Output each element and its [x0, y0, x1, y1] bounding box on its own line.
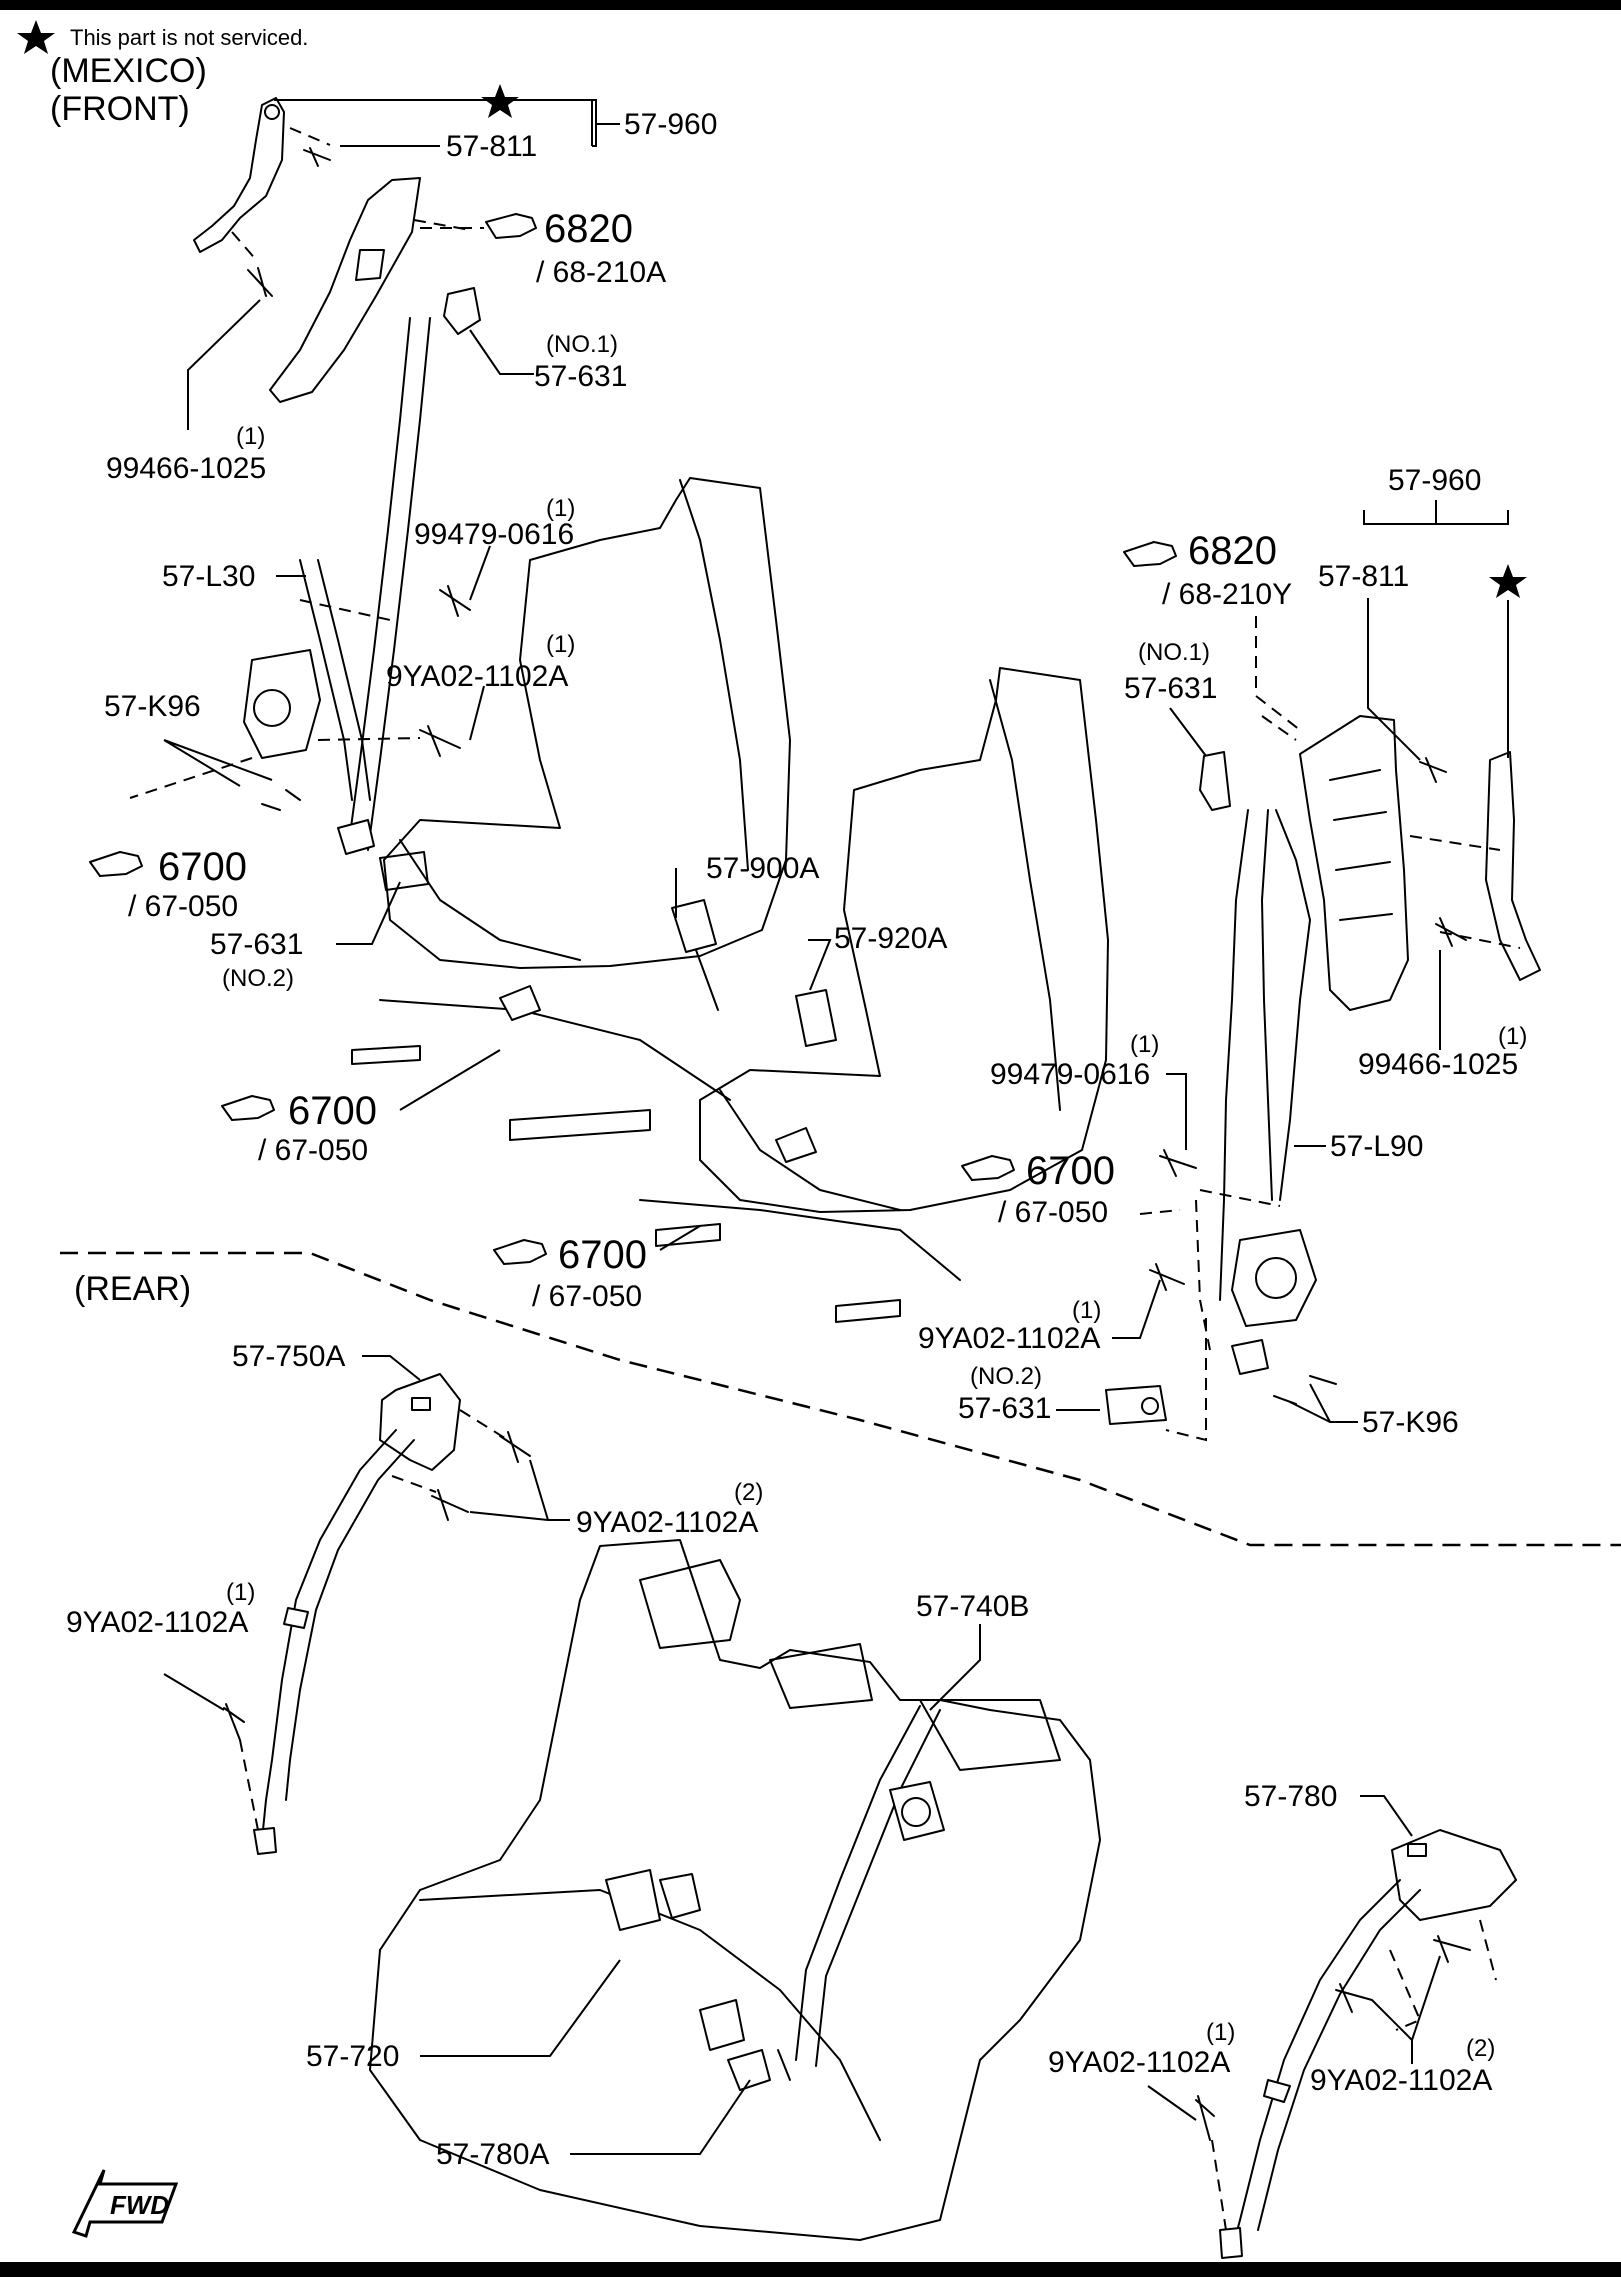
fr-ref3-pointing-hand-icon: [493, 1239, 547, 1265]
fl-screw-label: 57-K96: [104, 690, 201, 723]
rear-bolt-b-qty: (1): [226, 1579, 255, 1606]
rear-bolt-c-label: 9YA02-1102A: [1048, 2046, 1230, 2079]
fr-ref1-subref: / 68-210Y: [1162, 578, 1292, 611]
fl-bolt-d-qty: (1): [546, 631, 575, 658]
fl-ref3-number: 6700: [288, 1089, 377, 1133]
not-serviced-star-icon: [17, 20, 55, 54]
fwd-label: FWD: [110, 2190, 169, 2220]
bottom-border: [0, 2262, 1621, 2277]
fl-ref2-number: 6700: [158, 845, 247, 889]
section-mexico: (MEXICO): [50, 52, 207, 90]
fl-cover-no: (NO.1): [546, 331, 618, 358]
front-right-seat-artwork: [639, 667, 1109, 1323]
fr-bolt-d-qty: (1): [1072, 1297, 1101, 1324]
rear-labels: 57-750A (2) 9YA02-1102A (1) 9YA02-1102A …: [66, 1340, 1495, 2171]
rear-belt-right-label: 57-780: [1244, 1780, 1337, 1813]
fr-bolt-c-label: 99479-0616: [990, 1058, 1150, 1091]
fr-not-serviced-star-icon: [1489, 564, 1527, 598]
fl-ref2-pointing-hand-icon: [89, 851, 143, 877]
fl-ref2-subref: / 67-050: [128, 890, 238, 923]
fl-ref3-pointing-hand-icon: [221, 1095, 275, 1121]
fl-bolt-c-label: 99479-0616: [414, 518, 574, 551]
fr-ref3-number: 6700: [558, 1233, 647, 1277]
rear-belt-left-label: 57-750A: [232, 1340, 345, 1373]
fl-cover2-label: 57-631: [210, 928, 303, 961]
front-right-belt-artwork: [1105, 715, 1541, 1442]
top-border: [0, 0, 1621, 10]
fr-ref2-pointing-hand-icon: [961, 1155, 1015, 1181]
rear-bolt-a-label: 9YA02-1102A: [576, 1506, 758, 1539]
fl-cover-label: 57-631: [534, 360, 627, 393]
fl-ref3-subref: / 67-050: [258, 1134, 368, 1167]
fr-bolt-d-label: 9YA02-1102A: [918, 1322, 1100, 1355]
fr-cover-label: 57-631: [1124, 672, 1217, 705]
fl-ref1-pointing-hand-icon: [485, 213, 537, 239]
fr-bolt-c-qty: (1): [1130, 1031, 1159, 1058]
fr-cover2-label: 57-631: [958, 1392, 1051, 1425]
section-front: (FRONT): [50, 90, 190, 128]
front-right-labels: 57-960 57-811 6820 / 68-210Y (NO.1) 57-6…: [493, 464, 1527, 1439]
fr-ref1-pointing-hand-icon: [1123, 541, 1177, 567]
rear-buckle-b-label: 57-780A: [436, 2138, 549, 2171]
fl-bolt-b-label: 99466-1025: [106, 452, 266, 485]
fr-ref2-subref: / 67-050: [998, 1196, 1108, 1229]
rear-buckle-a-label: 57-720: [306, 2040, 399, 2073]
fr-ref1-number: 6820: [1188, 529, 1277, 573]
rear-center-belt-label: 57-740B: [916, 1590, 1029, 1623]
fr-screw-label: 57-K96: [1362, 1406, 1459, 1439]
rear-left-belt-artwork: [223, 1373, 531, 1855]
front-left-labels: 57-960 57-811 6820 / 68-210A (NO.1) 57-6…: [89, 84, 819, 1167]
fr-bolt-b-label: 99466-1025: [1358, 1048, 1518, 1081]
fr-ref2-number: 6700: [1026, 1149, 1115, 1193]
front-left-seat-artwork: [351, 477, 791, 1141]
section-rear: (REAR): [74, 1270, 191, 1308]
fl-ref1-number: 6820: [544, 207, 633, 251]
fl-bolt-c-qty: (1): [546, 495, 575, 522]
rear-right-belt-artwork: [1195, 1829, 1517, 2259]
fl-cover2-no: (NO.2): [222, 965, 294, 992]
fr-belt-label: 57-L90: [1330, 1130, 1423, 1163]
fr-bolt-a-label: 57-811: [1318, 560, 1409, 593]
fr-buckle-label: 57-920A: [834, 922, 947, 955]
not-serviced-note: This part is not serviced.: [70, 25, 308, 50]
fl-assy-label: 57-960: [624, 108, 717, 141]
fwd-arrow-icon: FWD: [71, 2169, 179, 2238]
rear-bolt-d-qty: (2): [1466, 2035, 1495, 2062]
rear-bolt-a-qty: (2): [734, 1479, 763, 1506]
fl-belt-label: 57-L30: [162, 560, 255, 593]
fr-cover-no: (NO.1): [1138, 639, 1210, 666]
fr-assy-label: 57-960: [1388, 464, 1481, 497]
rear-bolt-b-label: 9YA02-1102A: [66, 1606, 248, 1639]
fl-bolt-b-qty: (1): [236, 423, 265, 450]
fr-cover2-no: (NO.2): [970, 1363, 1042, 1390]
fl-ref1-subref: / 68-210A: [536, 256, 666, 289]
fl-buckle-label: 57-900A: [706, 852, 819, 885]
rear-bolt-c-qty: (1): [1206, 2019, 1235, 2046]
fl-not-serviced-star-icon: [481, 84, 519, 118]
fr-ref3-subref: / 67-050: [532, 1280, 642, 1313]
section-divider-line: [60, 1251, 1621, 1547]
rear-bolt-d-label: 9YA02-1102A: [1310, 2064, 1492, 2097]
fl-bolt-a-label: 57-811: [446, 130, 537, 163]
rear-seat-artwork: [369, 1539, 1101, 2241]
fl-bolt-d-label: 9YA02-1102A: [386, 660, 568, 693]
fr-bolt-b-qty: (1): [1498, 1023, 1527, 1050]
front-left-belt-artwork: [129, 97, 481, 891]
